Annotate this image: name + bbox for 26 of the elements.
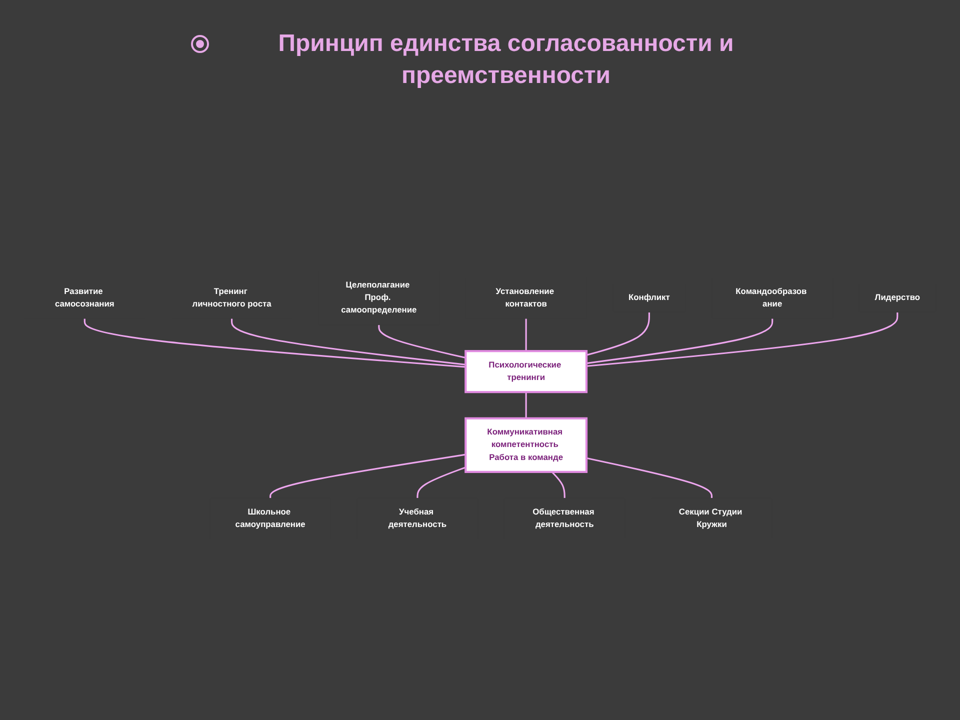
node-box: Психологические тренинги	[464, 350, 588, 393]
node-text: Секции Студии Кружки	[678, 507, 742, 530]
connector	[586, 318, 774, 364]
connector	[586, 457, 713, 498]
title: Принцип единства согласованности и преемственности	[277, 29, 735, 91]
connector	[84, 318, 466, 368]
node-text: Командообразов ание	[736, 286, 807, 308]
connector	[551, 471, 566, 498]
connector	[231, 318, 466, 366]
node-text: Целеполагание Проф. самоопределение	[341, 280, 417, 315]
node-text: Общественная деятельность	[532, 507, 594, 530]
node-text: Школьное самоуправление	[235, 507, 306, 530]
node-text: Установление контактов	[496, 286, 554, 308]
node-text: Лидерство	[874, 293, 920, 302]
node-text: Конфликт	[628, 293, 670, 302]
connector	[586, 312, 898, 367]
connector	[270, 454, 466, 498]
node-text: Тренинг личностного роста	[192, 286, 272, 308]
node-text: Развитие самосознания	[54, 286, 114, 308]
node-box: Коммуникативная компетентность Работа в команде	[464, 417, 588, 473]
connector	[416, 466, 466, 498]
connector	[525, 318, 527, 351]
connector	[525, 392, 527, 418]
connector	[586, 312, 650, 356]
node-text: Учебная деятельность	[388, 507, 447, 530]
connector	[378, 324, 466, 358]
